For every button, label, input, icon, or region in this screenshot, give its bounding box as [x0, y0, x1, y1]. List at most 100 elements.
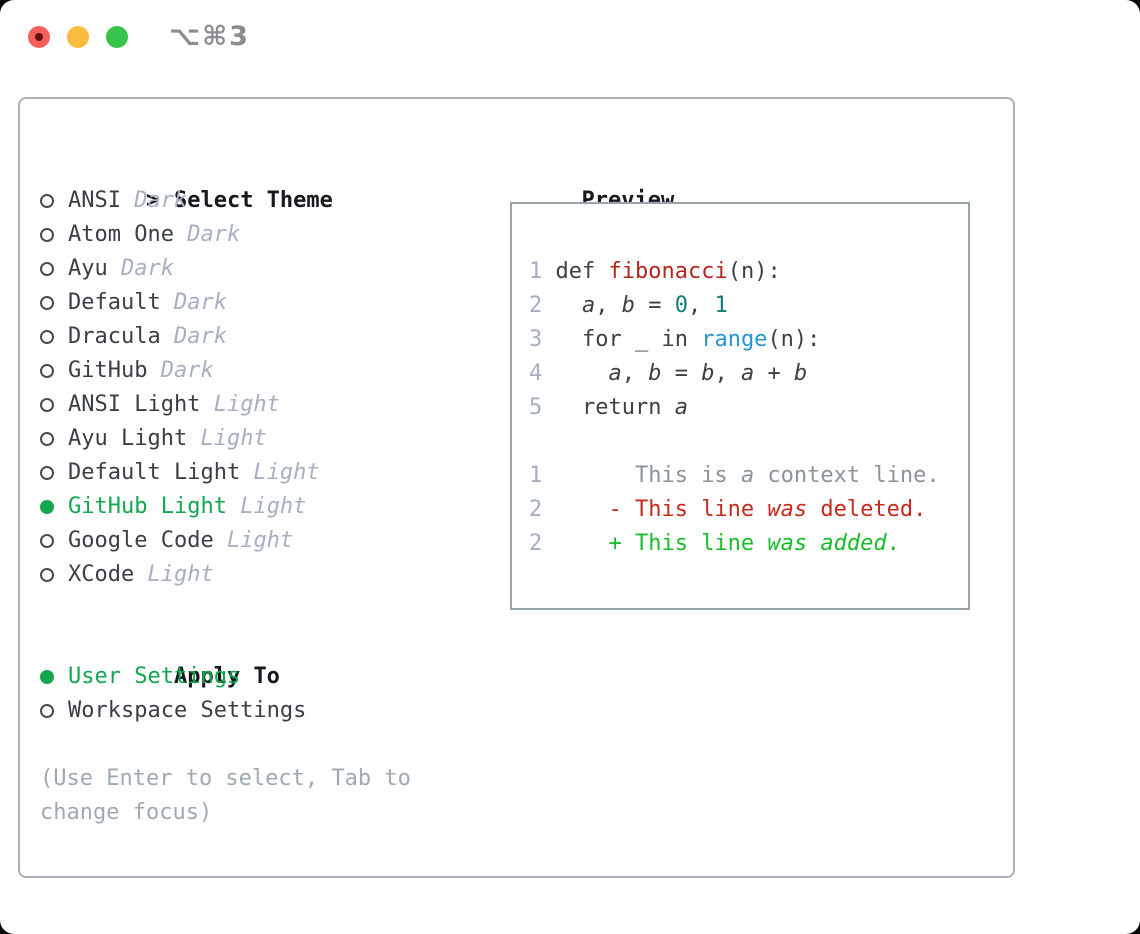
code-token: range [701, 327, 768, 352]
help-text-line-2: change focus) [40, 800, 213, 825]
theme-variant: Dark [120, 188, 188, 213]
line-number: 3 [529, 327, 543, 352]
diff-context-line: 1 This is a context line. [529, 459, 968, 493]
theme-variant: Dark [173, 222, 241, 247]
theme-name: GitHub Light [68, 494, 227, 519]
radio-cell [40, 286, 68, 320]
spacer [40, 728, 411, 762]
theme-option-google-code-light[interactable]: Google Code Light [40, 524, 411, 558]
minimize-button[interactable] [67, 26, 89, 48]
code-token: (n): [767, 327, 821, 352]
theme-name: Ayu [68, 256, 108, 281]
theme-variant: Light [240, 460, 320, 485]
radio-cell [40, 218, 68, 252]
code-token: return [542, 395, 675, 420]
theme-variant: Dark [107, 256, 174, 281]
code-token: , [714, 361, 741, 386]
code-token: deleted. [807, 497, 927, 522]
radio-cell [40, 660, 68, 694]
radio-cell [40, 252, 68, 286]
code-token: , [688, 293, 715, 318]
close-button[interactable] [28, 26, 50, 48]
theme-name: GitHub [68, 358, 148, 383]
radio-unselected-icon [40, 228, 54, 242]
line-number: 4 [529, 361, 543, 386]
code-token: a [608, 361, 622, 386]
code-token: = [661, 361, 702, 386]
code-token: fibonacci [608, 259, 728, 284]
code-token [542, 361, 608, 386]
theme-option-ayu-dark[interactable]: Ayu Dark [40, 252, 411, 286]
code-token: , [595, 293, 622, 318]
theme-option-ayu-light-light[interactable]: Ayu Light Light [40, 422, 411, 456]
code-token: was [767, 531, 808, 556]
code-token: context line. [754, 463, 940, 488]
code-token: a [740, 463, 755, 488]
theme-variant: Dark [147, 358, 214, 383]
blank-line [529, 425, 968, 459]
code-token: was [767, 497, 808, 522]
theme-option-ansi-light-light[interactable]: ANSI Light Light [40, 388, 411, 422]
radio-cell [40, 694, 68, 728]
radio-cell [40, 320, 68, 354]
radio-unselected-icon [40, 398, 54, 412]
code-line-2: 2 a, b = 0, 1 [529, 289, 968, 323]
theme-name: ANSI Light [68, 392, 201, 417]
theme-variant: Dark [160, 324, 227, 349]
code-token: b [701, 361, 715, 386]
theme-variant: Light [200, 392, 280, 417]
apply-option-workspace-settings[interactable]: Workspace Settings [40, 694, 411, 728]
code-token [542, 293, 582, 318]
radio-cell [40, 388, 68, 422]
theme-option-default-dark[interactable]: Default Dark [40, 286, 411, 320]
radio-selected-icon [40, 670, 54, 684]
code-token: (n): [727, 259, 781, 284]
code-token: a [740, 361, 755, 386]
radio-unselected-icon [40, 704, 54, 718]
code-line-1: 1 def fibonacci(n): [529, 255, 968, 289]
code-line-3: 3 for _ in range(n): [529, 323, 968, 357]
radio-cell [40, 524, 68, 558]
theme-option-dracula-dark[interactable]: Dracula Dark [40, 320, 411, 354]
radio-cell [40, 558, 68, 592]
line-number: 1 [529, 259, 543, 284]
help-text-line-1: (Use Enter to select, Tab to [40, 766, 411, 791]
radio-unselected-icon [40, 568, 54, 582]
line-number: 5 [529, 395, 543, 420]
maximize-button[interactable] [106, 26, 128, 48]
code-token: b [648, 361, 662, 386]
code-token: 1 [714, 293, 728, 318]
code-token: + This line [542, 531, 768, 556]
theme-name: Atom One [68, 222, 174, 247]
theme-option-github-dark[interactable]: GitHub Dark [40, 354, 411, 388]
code-token: , [621, 361, 649, 386]
radio-unselected-icon [40, 432, 54, 446]
line-number: 2 [529, 293, 543, 318]
theme-variant: Light [187, 426, 267, 451]
theme-option-xcode-light[interactable]: XCode Light [40, 558, 411, 592]
theme-name: Ayu Light [68, 426, 188, 451]
apply-option-user-settings[interactable]: User Settings [40, 660, 411, 694]
theme-option-default-light-light[interactable]: Default Light Light [40, 456, 411, 490]
select-theme-label: Select Theme [173, 188, 333, 213]
prompt-icon: > [145, 188, 160, 213]
select-theme-header: > Select Theme [40, 150, 411, 213]
theme-name: Dracula [68, 324, 161, 349]
radio-selected-icon [40, 500, 54, 514]
radio-cell [40, 422, 68, 456]
code-token: a [582, 293, 596, 318]
code-token [807, 531, 820, 556]
theme-option-atom-one-dark[interactable]: Atom One Dark [40, 218, 411, 252]
theme-name: Default Light [68, 460, 241, 485]
radio-unselected-icon [40, 296, 54, 310]
radio-cell [40, 490, 68, 524]
code-token: added [820, 531, 887, 556]
code-token: = [635, 293, 675, 318]
theme-variant: Dark [160, 290, 227, 315]
diff-deleted-line: 2 - This line was deleted. [529, 493, 968, 527]
theme-option-ansi-dark[interactable]: ANSI Dark [40, 184, 411, 218]
theme-option-github-light-light[interactable]: GitHub Light Light [40, 490, 411, 524]
